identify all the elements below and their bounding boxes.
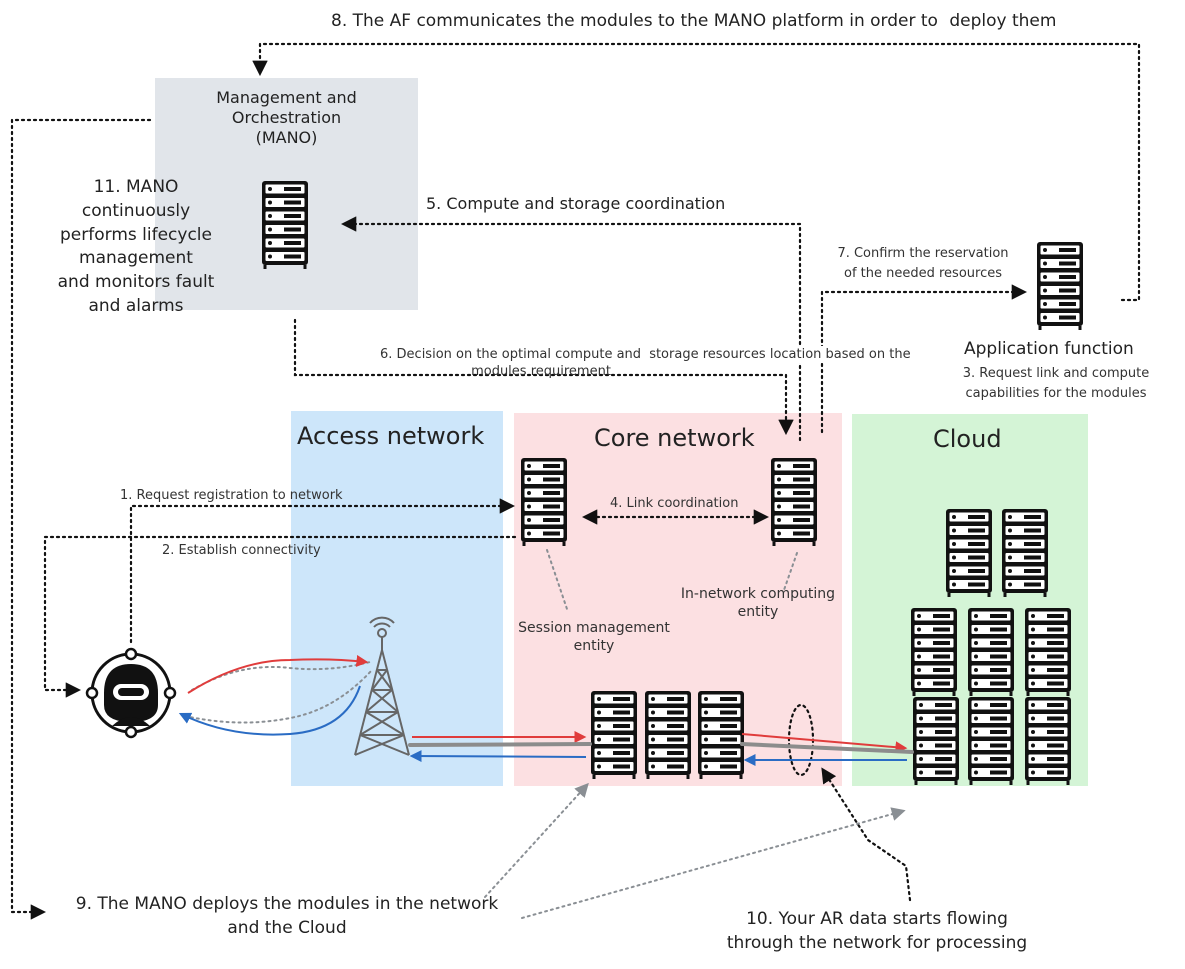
access-network-title: Access network [297, 422, 485, 450]
session-management-server-icon [521, 458, 567, 546]
radio-downlink-dotted [184, 669, 373, 724]
mano-title: Management and Orchestration (MANO) [155, 88, 418, 148]
step-11-line: and alarms [88, 295, 184, 316]
step-8-line: 8. The AF communicates the modules to th… [328, 11, 941, 33]
step-3-line: 3. Request link and compute [962, 366, 1150, 381]
session-label-line: entity [573, 637, 615, 654]
core-network-title: Core network [594, 424, 755, 452]
in-network-computing-server-icon [771, 458, 817, 546]
session-entity-pointer [546, 549, 569, 613]
mano-server-icon [262, 181, 308, 269]
step-4-label: 4. Link coordination [610, 496, 739, 511]
uplink-user-to-tower [187, 654, 369, 694]
step-1-label: 1. Request registration to network [120, 488, 343, 503]
flow-step-5 [340, 216, 802, 442]
application-function-server-icon [1037, 242, 1083, 330]
step-11-line: management [79, 248, 193, 269]
step-11-line: continuously [81, 200, 191, 221]
step-10-label: 10. Your AR data starts flowing through … [706, 908, 1048, 956]
innet-label-line: In-network computing [680, 586, 836, 602]
cloud-title: Cloud [933, 425, 1002, 453]
downlink-core-to-tower [409, 750, 587, 763]
step-9-label: 9. The MANO deploys the modules in the n… [54, 893, 520, 941]
flow-step-7 [820, 284, 1028, 434]
step-11-line: and monitors fault [57, 272, 215, 293]
flow-step-10 [821, 767, 912, 902]
flow-step-1 [129, 498, 516, 644]
session-management-label: Session management entity [508, 620, 680, 655]
flow-step-2 [43, 535, 517, 698]
core-cloud-link [740, 742, 914, 754]
step-6-label: 6. Decision on the optimal compute and s… [378, 346, 913, 380]
step-11-line: 11. MANO [93, 177, 179, 197]
flow-step-6 [293, 318, 794, 436]
core-edge-server-icon [591, 691, 637, 779]
flow-step-11 [10, 118, 152, 920]
mano-title-line: (MANO) [255, 128, 318, 147]
cloud-server-cluster [911, 509, 1071, 785]
step-3-label: 3. Request link and compute capabilities… [948, 364, 1164, 403]
innet-entity-pointer [783, 552, 798, 591]
mano-title-line: Management and [216, 88, 357, 107]
step-10-line: 10. Your AR data starts flowing [746, 909, 1008, 929]
innet-label-line: entity [737, 603, 779, 620]
tower-core-link [408, 742, 592, 747]
step-9-line: and the Cloud [227, 917, 347, 938]
ar-headset-user-icon [85, 647, 177, 739]
cell-tower-icon [354, 616, 410, 756]
step-7-line: of the needed resources [844, 265, 1002, 281]
step-5-label: 5. Compute and storage coordination [426, 194, 726, 213]
core-edge-server-icon [698, 691, 744, 779]
step-11-label: 11. MANO continuously performs lifecycle… [42, 176, 230, 319]
step-6-line: 6. Decision on the optimal compute and [378, 346, 644, 364]
session-label-line: Session management [518, 620, 670, 636]
downlink-tower-to-user [178, 685, 361, 736]
deploy-to-cloud-arrow [521, 807, 906, 919]
step-9-line: 9. The MANO deploys the modules in the n… [75, 894, 499, 914]
step-10-line: through the network for processing [726, 932, 1028, 953]
in-network-computing-label: In-network computing entity [672, 586, 844, 621]
flow-step-8 [252, 42, 1141, 302]
step-7-line: 7. Confirm the reservation [837, 246, 1009, 261]
step-3-line: capabilities for the modules [965, 385, 1147, 401]
step-2-label: 2. Establish connectivity [162, 543, 321, 558]
step-6-line: modules requirement [471, 364, 611, 380]
uplink-core-to-cloud [741, 733, 908, 754]
step-11-line: performs lifecycle [60, 224, 212, 245]
application-function-label: Application function [964, 339, 1134, 359]
step-6-line: storage resources location based on the [647, 346, 913, 364]
mano-title-line: Orchestration [231, 108, 342, 127]
step-7-label: 7. Confirm the reservation of the needed… [822, 244, 1024, 283]
core-edge-server-icon [645, 691, 691, 779]
step-8-label: 8. The AF communicates the modules to th… [328, 11, 1060, 33]
deploy-to-core-arrow [484, 782, 589, 898]
access-network-zone [291, 411, 503, 786]
step-8-line: deploy them [946, 11, 1060, 33]
